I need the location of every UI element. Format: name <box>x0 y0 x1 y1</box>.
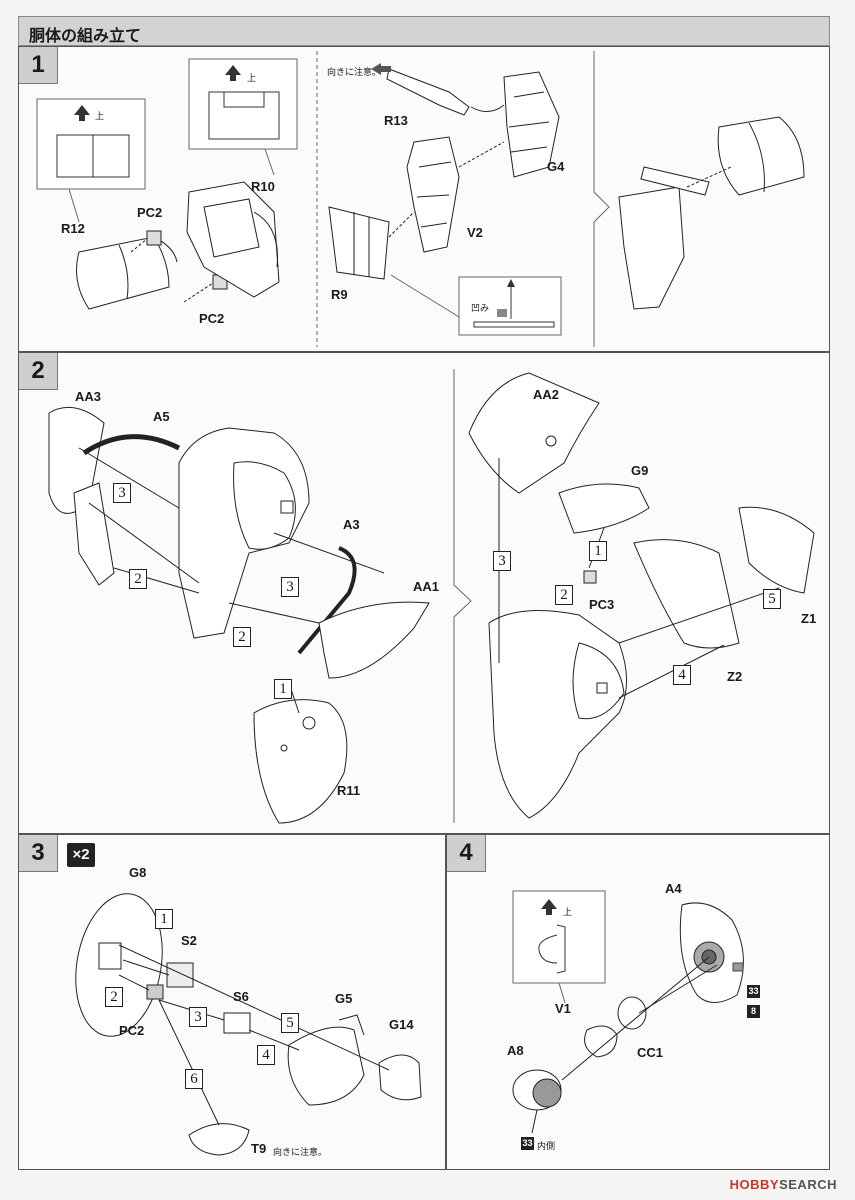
part-label-g14: G14 <box>389 1017 414 1032</box>
part-label-g9: G9 <box>631 463 649 478</box>
callout-2: 2 <box>129 569 147 589</box>
callout-6: 6 <box>185 1069 203 1089</box>
step-1-note-up-top: 上 <box>247 74 257 84</box>
part-label-t9: T9 <box>251 1141 267 1156</box>
callout-1: 1 <box>274 679 292 699</box>
part-label-z1: Z1 <box>801 611 817 626</box>
callout-2: 2 <box>555 585 573 605</box>
step-3-panel: 3 ×2 G8 S2 S6 <box>18 834 446 1170</box>
watermark-brand: HOBBY <box>729 1177 780 1192</box>
part-label-pc2-a: PC2 <box>137 205 163 220</box>
step-3-note-orientation: 向きに注意。 <box>273 1148 328 1158</box>
part-label-pc2-b: PC2 <box>199 311 225 326</box>
part-label-g8: G8 <box>129 865 147 880</box>
step-1-note-dent: 凹み <box>471 304 490 314</box>
part-label-aa2: AA2 <box>533 387 560 402</box>
step-number: 2 <box>19 353 58 390</box>
step-2-panel: 2 <box>18 352 830 834</box>
step-2-drawing <box>48 369 815 824</box>
step-1-note-orientation: 向きに注意。 <box>327 68 382 78</box>
step-1-drawing <box>36 51 805 347</box>
step-4-drawing <box>512 890 744 1134</box>
step-3-drawing <box>75 893 422 1156</box>
part-label-v1: V1 <box>555 1001 571 1016</box>
part-label-a4: A4 <box>665 881 682 896</box>
marker-33-a: 33 <box>747 985 760 998</box>
part-label-s2: S2 <box>181 933 197 948</box>
step-number: 1 <box>19 47 58 84</box>
watermark: HOBBYSEARCH <box>730 1177 837 1192</box>
callout-3: 3 <box>281 577 299 597</box>
part-label-z2: Z2 <box>727 669 743 684</box>
marker-33-b: 33 <box>521 1137 534 1150</box>
step-number: 3 <box>19 835 58 872</box>
marker-8: 8 <box>747 1005 760 1018</box>
callout-3: 3 <box>189 1007 207 1027</box>
part-label-aa3: AA3 <box>75 389 102 404</box>
callout-4: 4 <box>257 1045 275 1065</box>
callout-2: 2 <box>105 987 123 1007</box>
part-label-r13: R13 <box>384 113 408 128</box>
part-label-r11: R11 <box>337 783 361 798</box>
part-label-r9: R9 <box>331 287 348 302</box>
part-label-r12: R12 <box>61 221 85 236</box>
part-label-pc2: PC2 <box>119 1023 145 1038</box>
callout-3: 3 <box>493 551 511 571</box>
step-number: 4 <box>447 835 486 872</box>
part-label-g4: G4 <box>547 159 565 174</box>
callout-5: 5 <box>281 1013 299 1033</box>
part-label-pc3: PC3 <box>589 597 615 612</box>
part-label-r10: R10 <box>251 179 275 194</box>
section-title-bar: 胴体の組み立て <box>18 16 830 46</box>
callout-3: 3 <box>113 483 131 503</box>
part-label-aa1: AA1 <box>413 579 440 594</box>
step-1-note-up-left: 上 <box>95 112 105 122</box>
part-label-s6: S6 <box>233 989 249 1004</box>
callout-5: 5 <box>763 589 781 609</box>
callout-1: 1 <box>155 909 173 929</box>
part-label-a5: A5 <box>153 409 170 424</box>
part-label-cc1: CC1 <box>637 1045 664 1060</box>
watermark-suffix: SEARCH <box>779 1177 837 1192</box>
multiplier-badge: ×2 <box>67 843 95 867</box>
step-1-panel: 1 <box>18 46 830 352</box>
section-title: 胴体の組み立て <box>29 26 142 45</box>
callout-1: 1 <box>589 541 607 561</box>
part-label-g5: G5 <box>335 991 353 1006</box>
callout-2: 2 <box>233 627 251 647</box>
step-4-panel: 4 A4 V1 CC1 A8 上 内側 <box>446 834 830 1170</box>
part-label-a8: A8 <box>507 1043 524 1058</box>
part-label-a3: A3 <box>343 517 360 532</box>
step-4-note-inner: 内側 <box>537 1142 556 1152</box>
step-4-note-up: 上 <box>563 908 573 918</box>
part-label-v2: V2 <box>467 225 483 240</box>
callout-4: 4 <box>673 665 691 685</box>
